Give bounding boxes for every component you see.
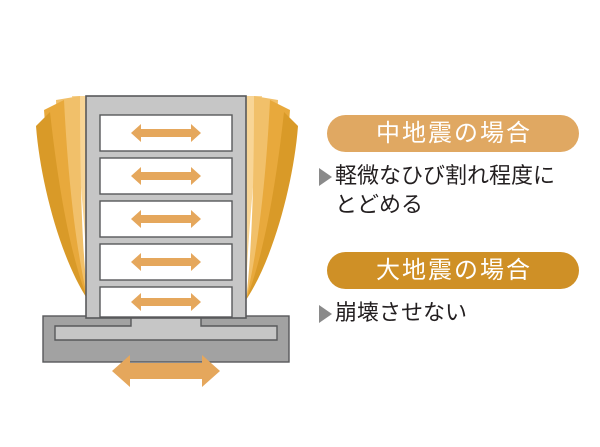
sway-fan-right-icon — [246, 96, 298, 300]
case-block-medium-quake: 中地震の場合 軽微なひび割れ程度に とどめる — [318, 115, 600, 219]
horizontal-sway-arrow — [131, 293, 201, 311]
ground-motion-arrow — [112, 355, 220, 387]
case-pill-large-quake: 大地震の場合 — [327, 252, 579, 289]
case-bullet-text: 軽微なひび割れ程度に とどめる — [335, 161, 555, 219]
triangle-bullet-icon — [319, 305, 332, 323]
case-bullet-text: 崩壊させない — [335, 298, 467, 327]
case-bullet-medium-quake: 軽微なひび割れ程度に とどめる — [319, 161, 600, 219]
horizontal-sway-arrow — [131, 253, 201, 271]
case-bullet-line: とどめる — [335, 192, 424, 218]
foundation-slab — [54, 315, 278, 341]
horizontal-sway-arrow — [131, 167, 201, 185]
triangle-bullet-icon — [319, 168, 332, 186]
floor-sway-arrows — [131, 124, 201, 311]
horizontal-sway-arrow — [131, 124, 201, 142]
case-bullet-line: 崩壊させない — [335, 300, 468, 325]
building-sway-diagram — [36, 95, 298, 387]
case-pill-label: 大地震の場合 — [376, 257, 532, 284]
case-bullet-large-quake: 崩壊させない — [319, 298, 600, 327]
case-bullet-line: 軽微なひび割れ程度に — [335, 163, 556, 188]
horizontal-sway-arrow — [131, 210, 201, 228]
case-pill-label: 中地震の場合 — [376, 120, 532, 147]
case-pill-medium-quake: 中地震の場合 — [327, 115, 579, 152]
sway-fan-left-icon — [36, 96, 88, 300]
floor-panels — [99, 114, 233, 318]
case-block-large-quake: 大地震の場合 崩壊させない — [318, 252, 600, 327]
cases-panel: 中地震の場合 軽微なひび割れ程度に とどめる 大地震の場合 崩壊させない — [318, 0, 600, 447]
